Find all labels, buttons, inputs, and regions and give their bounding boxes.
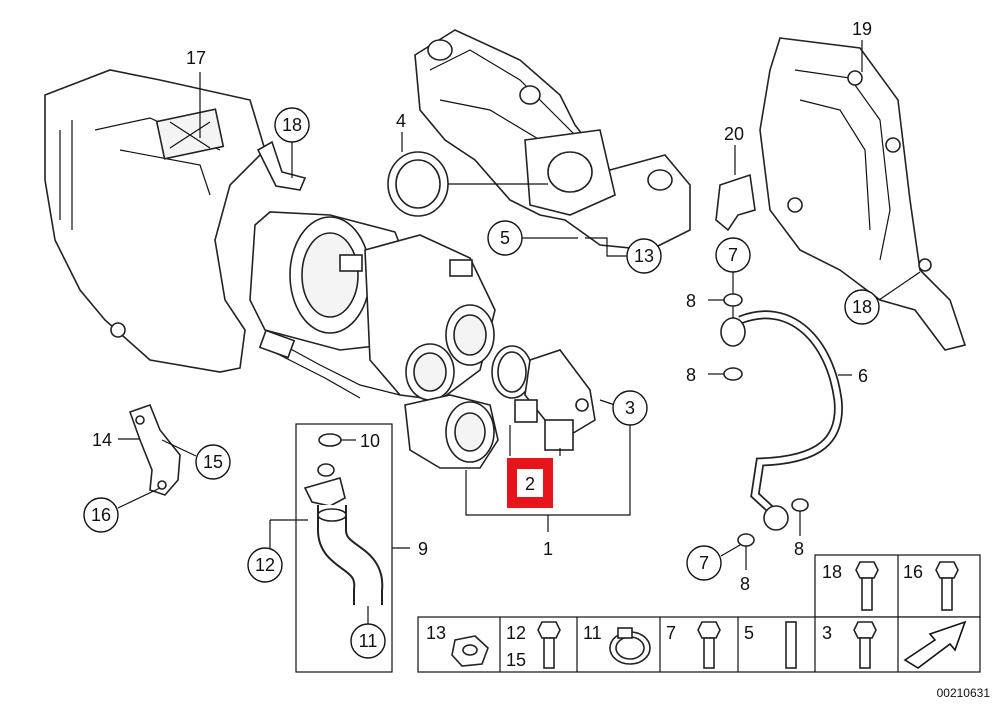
callout-18-right[interactable]: 18 <box>844 289 880 325</box>
washer-8-middle <box>723 367 743 381</box>
callout-6: 6 <box>858 366 868 386</box>
stud-5-icon <box>785 621 797 669</box>
bracket-14[interactable] <box>128 403 181 496</box>
legend-18: 18 <box>822 562 842 582</box>
gasket-4[interactable] <box>387 151 449 217</box>
exhaust-manifold[interactable] <box>414 29 691 251</box>
bolt-3-icon <box>853 621 877 639</box>
wastegate-actuator-2[interactable] <box>514 349 596 451</box>
svg-text:7: 7 <box>728 245 738 265</box>
callout-7-upper[interactable]: 7 <box>715 237 751 273</box>
callout-8-upper: 8 <box>686 291 696 311</box>
heat-shield-19[interactable] <box>759 37 967 351</box>
svg-text:3: 3 <box>625 398 635 418</box>
svg-text:11: 11 <box>359 631 378 651</box>
legend-7: 7 <box>666 623 676 643</box>
callout-12[interactable]: 12 <box>247 547 283 583</box>
svg-text:2: 2 <box>525 474 535 494</box>
direction-arrow-icon <box>903 620 967 669</box>
callout-2-highlighted[interactable]: 2 <box>507 458 553 508</box>
washer-8-upper <box>723 293 743 307</box>
svg-text:13: 13 <box>634 246 654 266</box>
callout-13[interactable]: 13 <box>626 238 662 274</box>
bracket-18 <box>256 140 307 191</box>
bolt-18-icon <box>855 561 879 579</box>
callout-8-middle: 8 <box>686 365 696 385</box>
svg-text:16: 16 <box>91 505 111 525</box>
callout-8-lower: 8 <box>740 574 750 594</box>
callout-15[interactable]: 15 <box>195 444 231 480</box>
callout-11[interactable]: 11 <box>350 623 386 659</box>
turbocharger[interactable] <box>249 211 499 469</box>
callout-10: 10 <box>360 431 380 451</box>
bracket-20[interactable] <box>715 173 756 232</box>
callout-20: 20 <box>724 124 744 144</box>
svg-text:18: 18 <box>852 297 872 317</box>
hardware-legend-upper: 18 16 <box>814 554 981 618</box>
seal-10 <box>318 433 342 447</box>
svg-text:12: 12 <box>255 555 275 575</box>
callout-19: 19 <box>852 19 872 39</box>
washer-8-lower <box>737 533 755 547</box>
legend-15: 15 <box>506 650 526 670</box>
bolt-12-icon <box>537 621 561 639</box>
svg-text:15: 15 <box>203 452 223 472</box>
callout-8-right: 8 <box>794 539 804 559</box>
legend-12: 12 <box>506 623 526 643</box>
svg-text:18: 18 <box>282 115 302 135</box>
callout-5[interactable]: 5 <box>487 220 523 256</box>
bolt-16-icon <box>935 561 959 579</box>
legend-3: 3 <box>822 623 832 643</box>
legend-11: 11 <box>583 623 602 643</box>
reference-code: 00210631 <box>937 686 991 700</box>
legend-16: 16 <box>903 562 923 582</box>
hardware-legend-lower: 13 12 15 11 7 5 3 <box>417 616 981 673</box>
washer-8-right <box>791 498 809 512</box>
svg-text:7: 7 <box>699 553 709 573</box>
callout-17: 17 <box>186 48 206 68</box>
callout-3[interactable]: 3 <box>612 390 648 426</box>
oil-line-6[interactable] <box>720 310 843 531</box>
legend-5: 5 <box>744 623 754 643</box>
callout-18-left[interactable]: 18 <box>274 107 310 143</box>
callout-9: 9 <box>418 539 428 559</box>
svg-text:5: 5 <box>500 228 510 248</box>
heat-shield-17[interactable] <box>44 69 266 373</box>
callout-4: 4 <box>396 111 406 131</box>
callout-7-lower[interactable]: 7 <box>686 545 722 581</box>
callout-1: 1 <box>543 539 553 559</box>
oil-return-pipe-11[interactable] <box>303 463 384 605</box>
callout-14: 14 <box>92 430 112 450</box>
callout-16[interactable]: 16 <box>83 497 119 533</box>
legend-13: 13 <box>426 623 446 643</box>
banjo-bolt-7-icon <box>697 621 721 639</box>
